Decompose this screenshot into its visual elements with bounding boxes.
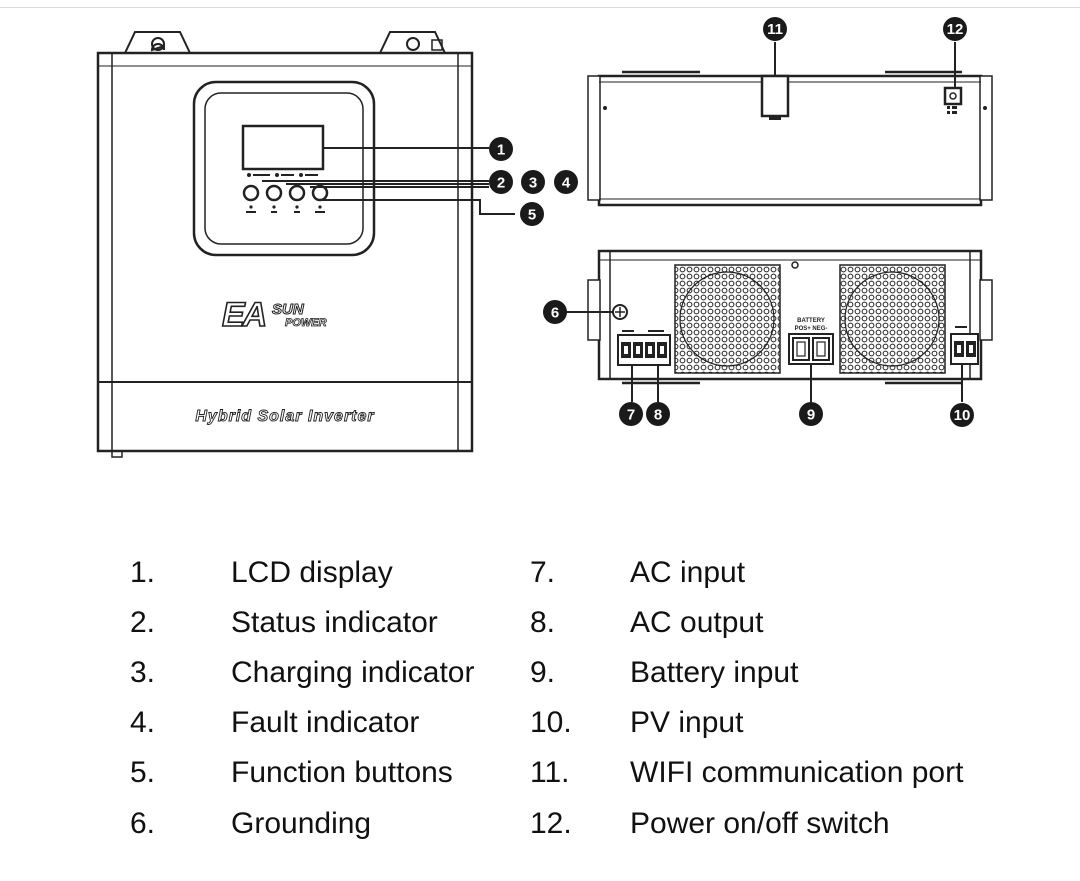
battery-terminal-block: BATTERY POS+ NEG- xyxy=(788,318,834,402)
brand-logo: EA SUN POWER xyxy=(221,295,327,335)
top-divider xyxy=(0,7,1080,8)
callout-badges: 1 2 3 4 5 6 7 8 xyxy=(489,17,974,427)
callout-4: 4 xyxy=(554,170,578,194)
callout-2: 2 xyxy=(489,170,513,194)
legend-num-8: 8. xyxy=(530,606,556,639)
legend-num-2: 2. xyxy=(130,606,156,639)
svg-text:8: 8 xyxy=(654,407,662,424)
pv-terminal-block xyxy=(950,326,979,402)
callout-3: 3 xyxy=(521,170,545,194)
svg-text:1: 1 xyxy=(497,142,505,159)
bottom-view: BATTERY POS+ NEG- xyxy=(560,249,993,402)
callout-7: 7 xyxy=(619,402,643,426)
brand-power: POWER xyxy=(285,317,327,329)
function-button-1 xyxy=(242,184,260,202)
lcd-display xyxy=(241,124,325,171)
legend-num-6: 6. xyxy=(130,807,156,840)
legend-label-6: Grounding xyxy=(231,807,372,840)
legend-num-4: 4. xyxy=(130,706,156,739)
brand-sun: SUN xyxy=(272,301,305,318)
front-view: EA SUN POWER Hybrid Solar Inverter xyxy=(96,31,515,458)
legend-label-12: Power on/off switch xyxy=(630,807,890,840)
svg-text:6: 6 xyxy=(551,305,559,322)
legend-label-5: Function buttons xyxy=(231,756,453,789)
legend-num-5: 5. xyxy=(130,756,156,789)
svg-text:7: 7 xyxy=(627,407,635,424)
legend-num-12: 12. xyxy=(530,807,572,840)
battery-label: BATTERY xyxy=(797,318,825,324)
legend-label-7: AC input xyxy=(630,556,746,589)
mounting-hole-right xyxy=(406,37,420,51)
legend-num-9: 9. xyxy=(530,656,556,689)
wifi-port xyxy=(760,74,790,118)
mounting-tab-left xyxy=(124,31,191,54)
legend-num-7: 7. xyxy=(530,556,556,589)
front-leader-lines xyxy=(262,147,515,215)
legend-label-9: Battery input xyxy=(630,656,799,689)
grounding-screw xyxy=(560,304,628,320)
power-switch xyxy=(943,86,963,106)
legend-label-11: WIFI communication port xyxy=(630,756,964,789)
ac-terminal-block xyxy=(617,330,671,402)
legend-label-1: LCD display xyxy=(231,556,393,589)
legend-num-11: 11. xyxy=(530,756,570,789)
svg-text:12: 12 xyxy=(947,21,964,38)
brand-letters: EA xyxy=(222,296,266,334)
function-button-3 xyxy=(288,184,306,202)
fan-grill-right xyxy=(839,264,946,374)
callout-11: 11 xyxy=(763,17,787,41)
callout-8: 8 xyxy=(646,402,670,426)
callout-10: 10 xyxy=(950,403,974,427)
mounting-tab-right xyxy=(379,31,446,54)
callout-1: 1 xyxy=(489,137,513,161)
legend-label-3: Charging indicator xyxy=(231,656,475,689)
indicator-leds xyxy=(247,173,318,177)
svg-text:2: 2 xyxy=(497,175,505,192)
svg-text:3: 3 xyxy=(529,175,537,192)
svg-text:5: 5 xyxy=(528,207,536,224)
callout-9: 9 xyxy=(799,402,823,426)
svg-text:4: 4 xyxy=(562,175,571,192)
callout-6: 6 xyxy=(543,300,567,324)
function-button-2 xyxy=(265,184,283,202)
legend-num-10: 10. xyxy=(530,706,572,739)
legend-num-3: 3. xyxy=(130,656,156,689)
fan-grill-left xyxy=(674,264,781,374)
legend-label-10: PV input xyxy=(630,706,744,739)
legend-label-8: AC output xyxy=(630,606,764,639)
svg-text:10: 10 xyxy=(954,407,971,424)
legend-label-4: Fault indicator xyxy=(231,706,420,739)
battery-terminals-label: POS+ NEG- xyxy=(795,326,828,332)
svg-text:11: 11 xyxy=(767,21,783,38)
product-label: Hybrid Solar Inverter xyxy=(195,408,374,425)
callout-12: 12 xyxy=(943,17,967,41)
svg-text:9: 9 xyxy=(807,407,815,424)
top-housing xyxy=(597,74,983,207)
legend-num-1: 1. xyxy=(130,556,156,589)
callout-5: 5 xyxy=(520,202,544,226)
top-view xyxy=(587,42,993,207)
function-button-4 xyxy=(311,184,329,202)
legend-label-2: Status indicator xyxy=(231,606,438,639)
